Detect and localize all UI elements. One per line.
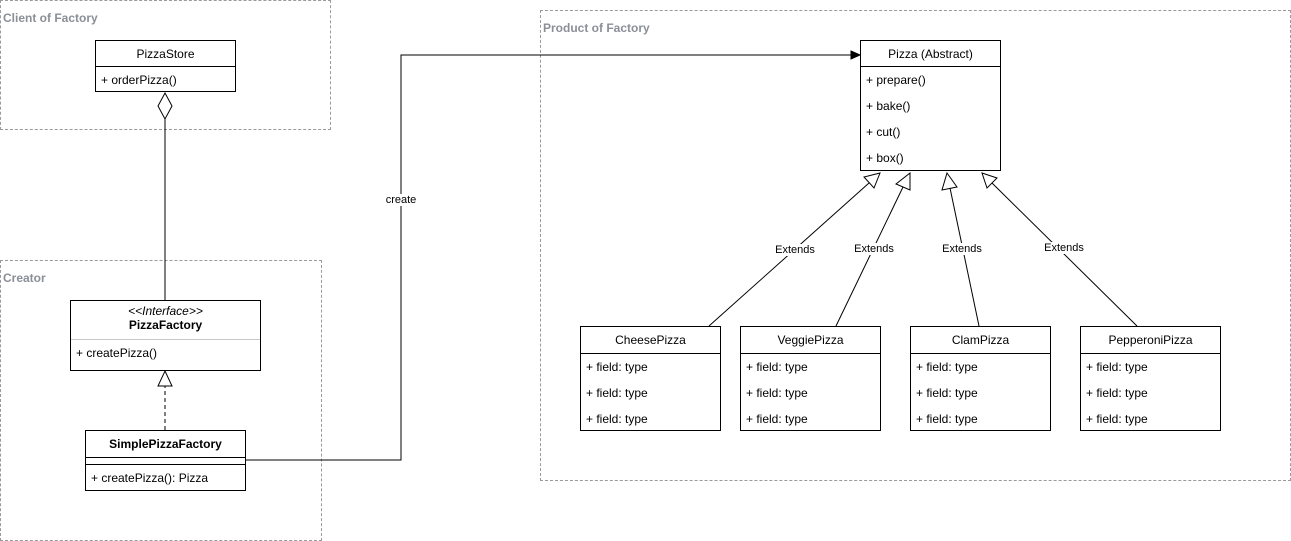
- class-pizza-factory-header: <<Interface>> PizzaFactory: [71, 301, 260, 339]
- class-field: + field: type: [586, 386, 648, 400]
- class-cheese-pizza[interactable]: CheesePizza + field: type + field: type …: [580, 326, 721, 431]
- extends-line-pepperoni: [991, 182, 1138, 327]
- group-label-product: Product of Factory: [543, 21, 650, 35]
- class-pizza-method: + cut(): [866, 125, 901, 139]
- class-pizza-method: + prepare(): [866, 73, 926, 87]
- class-pizza-title: Pizza (Abstract): [888, 46, 973, 61]
- extends-line-veggie: [835, 186, 904, 327]
- class-pizza[interactable]: Pizza (Abstract) + prepare() + bake() + …: [860, 40, 1001, 171]
- class-pizza-store[interactable]: PizzaStore + orderPizza(): [95, 40, 236, 92]
- class-field: + field: type: [586, 412, 648, 426]
- class-field: + field: type: [586, 360, 648, 374]
- class-pizza-store-title: PizzaStore: [136, 46, 195, 61]
- class-veggie-pizza-title: VeggiePizza: [777, 333, 844, 347]
- class-pizza-factory[interactable]: <<Interface>> PizzaFactory + createPizza…: [70, 300, 261, 371]
- class-cheese-pizza-title: CheesePizza: [615, 333, 686, 347]
- class-pepperoni-pizza[interactable]: PepperoniPizza + field: type + field: ty…: [1080, 326, 1221, 431]
- create-label: create: [383, 194, 419, 206]
- extends-arrowhead-clam: [941, 171, 958, 191]
- class-pizza-method: + bake(): [866, 99, 911, 113]
- class-pepperoni-pizza-title: PepperoniPizza: [1108, 333, 1193, 347]
- class-simple-pizza-factory[interactable]: SimplePizzaFactory + createPizza(): Pizz…: [85, 430, 246, 491]
- extends-arrowhead-veggie: [895, 171, 911, 191]
- class-clam-pizza[interactable]: ClamPizza + field: type + field: type + …: [910, 326, 1051, 431]
- extends-arrowhead-cheese: [863, 172, 881, 189]
- class-clam-pizza-title: ClamPizza: [951, 333, 1010, 347]
- class-field: + field: type: [1086, 360, 1148, 374]
- class-field: + field: type: [916, 360, 978, 374]
- class-veggie-pizza[interactable]: VeggiePizza + field: type + field: type …: [740, 326, 881, 431]
- class-pizza-factory-stereotype: <<Interface>>: [128, 304, 203, 318]
- class-field: + field: type: [916, 412, 978, 426]
- extends-label-cheese: Extends: [773, 244, 817, 256]
- class-pizza-factory-title: PizzaFactory: [128, 318, 203, 332]
- class-field: + field: type: [746, 386, 808, 400]
- create-association-line: [246, 54, 852, 461]
- extends-label-pepperoni: Extends: [1042, 242, 1086, 254]
- extends-label-clam: Extends: [940, 243, 984, 255]
- aggregation-diamond: [157, 91, 173, 121]
- class-field: + field: type: [746, 412, 808, 426]
- class-field: + field: type: [746, 360, 808, 374]
- create-arrowhead: [850, 50, 862, 60]
- extends-arrowhead-pepperoni: [981, 172, 998, 189]
- class-pizza-method: + box(): [866, 151, 904, 165]
- class-field: + field: type: [1086, 412, 1148, 426]
- class-field: + field: type: [1086, 386, 1148, 400]
- realization-arrowhead: [157, 369, 173, 387]
- extends-label-veggie: Extends: [852, 243, 896, 255]
- group-label-creator: Creator: [3, 271, 46, 285]
- class-pizza-store-method: + orderPizza(): [101, 73, 177, 87]
- class-simple-pizza-factory-method: + createPizza(): Pizza: [91, 471, 209, 485]
- class-simple-pizza-factory-title: SimplePizzaFactory: [109, 437, 222, 451]
- extends-line-clam: [949, 187, 980, 327]
- group-label-client: Client of Factory: [3, 11, 98, 25]
- class-pizza-factory-method: + createPizza(): [76, 346, 158, 360]
- class-field: + field: type: [916, 386, 978, 400]
